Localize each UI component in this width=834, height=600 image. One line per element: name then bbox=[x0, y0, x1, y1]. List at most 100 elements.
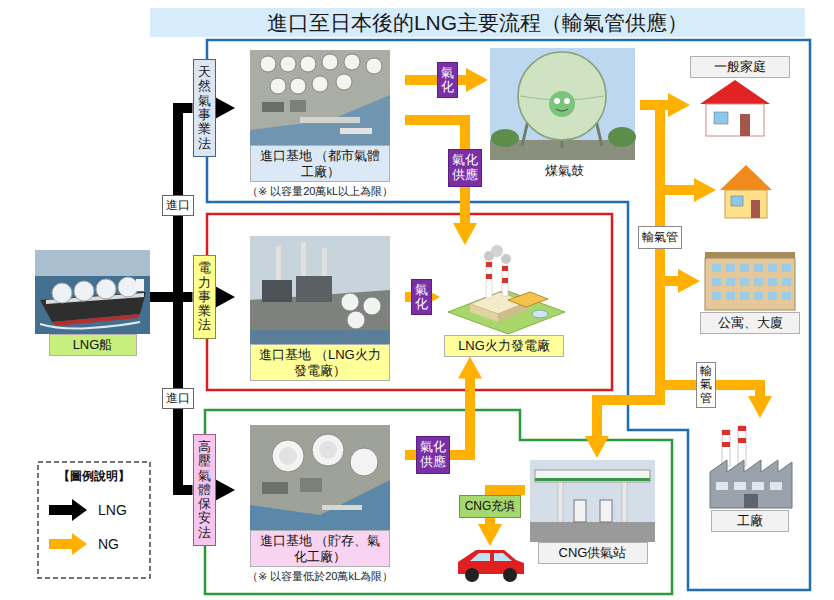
power-terminal-picture bbox=[301, 242, 306, 276]
power-terminal-picture bbox=[250, 236, 390, 344]
storage-terminal-picture bbox=[250, 425, 390, 515]
storage-terminal-picture bbox=[312, 434, 344, 466]
apartment-icon bbox=[754, 264, 763, 272]
law-name: 電力事業法 bbox=[198, 261, 211, 332]
power-plant-icon bbox=[470, 304, 498, 322]
power-plant-icon bbox=[448, 245, 565, 334]
city-gas-terminal-picture bbox=[312, 76, 328, 92]
city-gas-terminal-picture bbox=[290, 100, 306, 112]
house-icon bbox=[751, 200, 760, 218]
city-gas-terminal-picture bbox=[336, 74, 352, 90]
node-caption: CNG供氣站 bbox=[538, 542, 648, 564]
power-plant-icon bbox=[486, 262, 492, 267]
gas-holder-box: 煤氣鼓 bbox=[488, 48, 640, 180]
flow-label: 氣化供應 bbox=[416, 436, 450, 474]
ng-route bbox=[597, 105, 660, 446]
apartment-icon bbox=[768, 292, 777, 300]
power-terminal-picture bbox=[341, 293, 359, 311]
gas-holder-picture bbox=[490, 48, 636, 160]
house-icon bbox=[700, 80, 770, 136]
gas-holder-picture bbox=[561, 140, 564, 148]
gas-holder-picture bbox=[490, 48, 635, 160]
factory-icon bbox=[716, 482, 728, 490]
power-terminal-picture bbox=[250, 330, 390, 344]
fill-label: CNG充填 bbox=[459, 495, 522, 518]
legend-arrow bbox=[49, 499, 87, 521]
gas-holder-picture bbox=[554, 98, 560, 104]
node-caption: 一般家庭 bbox=[690, 56, 790, 78]
apartment-icon bbox=[740, 264, 749, 272]
legend-box: 【圖例說明】LNGNG bbox=[40, 466, 148, 574]
city-gas-terminal-picture bbox=[366, 58, 382, 74]
cng-station-picture bbox=[530, 460, 655, 542]
legend-swatch bbox=[48, 533, 88, 555]
car-icon bbox=[503, 568, 517, 582]
storage-terminal-picture bbox=[279, 447, 297, 465]
city-gas-terminal-picture bbox=[344, 54, 360, 70]
region-outlines bbox=[207, 214, 612, 390]
apartment-icon bbox=[712, 292, 721, 300]
region-outlines bbox=[205, 40, 810, 594]
lng-ship-picture bbox=[118, 277, 138, 297]
lng-route bbox=[216, 292, 224, 302]
factory-icon bbox=[738, 426, 746, 466]
car-icon bbox=[470, 553, 490, 561]
power-plant-icon bbox=[502, 278, 508, 283]
lng-route bbox=[216, 103, 224, 113]
storage-terminal-picture bbox=[350, 448, 378, 476]
flow-label: 氣化 bbox=[411, 279, 432, 316]
city-gas-terminal-picture bbox=[280, 56, 296, 72]
capacity-note: （※ 以容量低於20萬kL為限） bbox=[247, 569, 393, 584]
city-gas-terminal-picture bbox=[260, 56, 276, 72]
ng-branch-arrows bbox=[660, 185, 704, 195]
flow-label: 輸氣管 bbox=[638, 226, 682, 249]
storage-terminal-picture bbox=[250, 425, 390, 530]
city-gas-terminal-picture bbox=[322, 54, 338, 70]
law-box: 高壓氣體保安法 bbox=[193, 434, 216, 546]
legend-frame bbox=[38, 462, 150, 578]
gas-holder-picture bbox=[608, 127, 636, 147]
terminal-box: 進口基地 （都市氣體工廠）（※ 以容量20萬kL以上為限） bbox=[235, 50, 405, 199]
power-plant-box: LNG火力發電廠 bbox=[440, 245, 568, 357]
lng-ship-picture bbox=[35, 250, 150, 334]
consumer-box: 公寓、大廈 bbox=[700, 250, 800, 334]
apartment-icon bbox=[754, 278, 763, 286]
car-icon bbox=[494, 553, 512, 561]
power-terminal-picture bbox=[250, 236, 390, 344]
legend-text: LNG bbox=[98, 502, 127, 518]
apartment-icon bbox=[705, 252, 795, 310]
node-caption: 煤氣鼓 bbox=[545, 160, 584, 180]
power-plant-icon bbox=[502, 266, 508, 296]
flow-label: 輸氣管 bbox=[696, 362, 716, 408]
power-terminal-picture bbox=[322, 248, 327, 276]
apartment-icon bbox=[768, 278, 777, 286]
legend-text: NG bbox=[98, 536, 119, 552]
cng-station-picture bbox=[535, 478, 650, 481]
power-plant-icon bbox=[486, 274, 492, 279]
node-caption: 進口基地 （都市氣體工廠） bbox=[250, 145, 390, 182]
house-icon bbox=[706, 104, 764, 136]
power-plant-icon bbox=[448, 290, 565, 334]
car-icon bbox=[458, 550, 524, 582]
gas-holder-picture bbox=[556, 109, 568, 111]
apartment-icon bbox=[712, 264, 791, 300]
factory-icon bbox=[752, 482, 764, 490]
legend-swatch bbox=[48, 499, 88, 521]
apartment-icon bbox=[726, 292, 735, 300]
power-terminal-picture bbox=[296, 276, 332, 302]
city-gas-terminal-picture bbox=[290, 78, 306, 94]
gas-holder-picture bbox=[549, 91, 575, 117]
consumer-box: 一般家庭 bbox=[690, 56, 790, 140]
car-icon bbox=[465, 568, 479, 582]
cng-station-picture bbox=[622, 482, 627, 522]
gas-holder-picture bbox=[564, 98, 570, 104]
ng-branch-arrows bbox=[490, 190, 704, 534]
storage-terminal-picture bbox=[319, 441, 337, 459]
apartment-icon bbox=[726, 264, 735, 272]
node-caption: 工廠 bbox=[711, 510, 789, 532]
apartment-icon bbox=[726, 278, 735, 286]
factory-icon bbox=[722, 442, 730, 447]
power-terminal-picture bbox=[262, 280, 292, 302]
